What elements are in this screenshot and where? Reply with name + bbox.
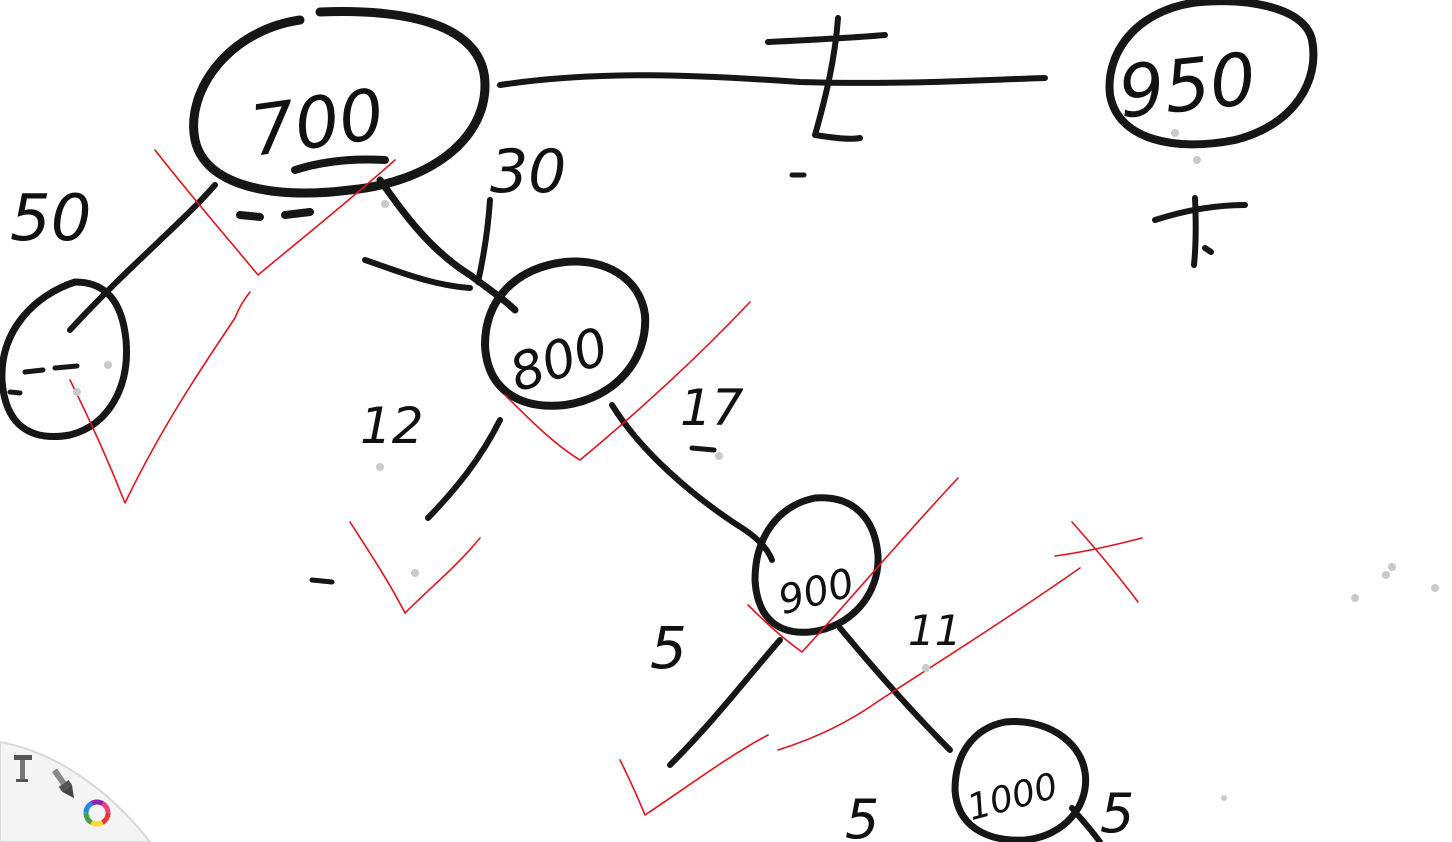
dash-12 [309,577,335,585]
weight-11: 11 [908,606,961,655]
red-check-800 [504,301,751,461]
up-arrow-950 [1152,195,1248,268]
dash-leaf [7,363,80,396]
edge-900-left [667,637,783,768]
edge-arrow-a [362,257,473,291]
red-line-11 [777,567,1081,751]
tool-wheel[interactable] [0,740,152,842]
weight-30: 30 [490,137,566,207]
edge-800-left [425,417,503,521]
color-wheel-icon[interactable] [83,799,111,827]
edge-700-800 [376,176,519,314]
weight-50: 50 [10,182,91,256]
node-800-circle [481,257,650,410]
weight-5-bottom-left: 5 [845,788,879,842]
edge-arrow-b [475,197,493,285]
edge-700-leaf [67,182,218,333]
weight-5-left: 5 [650,614,687,682]
node-900-label: 900 [774,560,860,624]
pen-artifact-dots [73,129,1439,801]
node-1000-label: 1000 [963,766,1062,829]
cross-mark-top [765,15,888,142]
edge-1000-right [1069,805,1103,842]
red-check-700 [154,149,396,276]
leaf-left-circle [0,278,130,440]
red-check-12 [349,521,481,614]
edge-900-1000 [837,625,953,753]
dash-17 [689,445,717,453]
weight-12: 12 [360,397,424,455]
edge-800-900 [609,402,775,563]
node-1000-circle [951,718,1090,842]
node-950-label: 950 [1114,36,1259,134]
weight-5-bottom-right: 5 [1100,782,1134,842]
weight-17: 17 [680,379,744,437]
node-950-circle [1105,0,1318,149]
node-700-label: 700 [245,73,389,173]
red-check-leaf [69,291,251,504]
brush-icon[interactable] [50,767,79,802]
red-cross [1054,521,1143,603]
dash-under-700 [236,155,389,221]
hammer-icon[interactable] [14,755,32,782]
edge-700-950 [497,72,1048,88]
node-700-circle [189,7,490,198]
red-check-900 [747,477,959,653]
red-check-5 [619,734,769,816]
